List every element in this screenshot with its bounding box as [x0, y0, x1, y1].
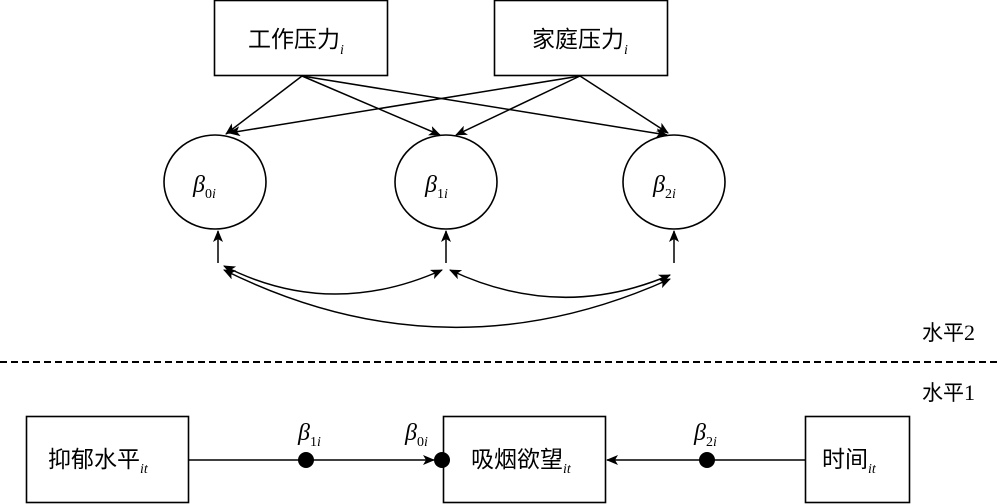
coefficient-sub-index: i: [444, 187, 448, 202]
coefficient-symbol: β: [424, 172, 437, 198]
intercept-dot: [434, 452, 450, 468]
level1-intercept: β0i: [404, 420, 450, 468]
level1-node-label: 时间: [822, 447, 868, 473]
level1-node-label: 吸烟欲望: [471, 447, 563, 473]
level1-path-time-to-craving: β2i: [606, 420, 805, 468]
coefficient-sub-index: i: [212, 187, 216, 202]
level1-node-subscript: it: [563, 462, 572, 477]
slope-moderation-dot: [298, 452, 314, 468]
predictor-box-work-stress: 工作压力i: [213, 0, 389, 77]
coefficient-sub-number: 2: [665, 187, 672, 202]
predictor-label: 工作压力: [248, 27, 340, 53]
coefficient-symbol: β: [192, 172, 205, 198]
level1-label: 水平1: [922, 380, 975, 405]
edge-family-to-b1: [455, 75, 581, 136]
coefficient-sub-number: 1: [437, 187, 444, 202]
predictor-subscript: i: [340, 43, 344, 58]
coefficient-node-b2: β2i: [622, 134, 726, 230]
edge-family-to-b2: [579, 75, 669, 134]
level1-box-smoking-craving: 吸烟欲望it: [442, 415, 607, 504]
level1-box-time: 时间it: [804, 415, 911, 504]
edge-work-to-b2: [301, 75, 668, 139]
coefficient-sub-index: i: [672, 187, 676, 202]
level2-label: 水平2: [922, 320, 975, 345]
predictor-label: 家庭压力: [532, 27, 624, 53]
edge-family-to-b0: [228, 75, 581, 137]
svg-text:β1i: β1i: [297, 420, 321, 450]
svg-text:β0i: β0i: [192, 172, 216, 202]
svg-text:β2i: β2i: [652, 172, 676, 202]
level1-node-subscript: it: [140, 462, 149, 477]
svg-text:β1i: β1i: [424, 172, 448, 202]
covariance-arcs: [223, 265, 671, 328]
svg-text:工作压力i: 工作压力i: [248, 27, 344, 58]
level2-edges: [225, 75, 669, 139]
predictor-box-family-stress: 家庭压力i: [493, 0, 669, 77]
predictor-subscript: i: [624, 43, 628, 58]
slope-moderation-dot: [699, 452, 715, 468]
residual-arrows: [213, 230, 679, 263]
level1-node-subscript: it: [868, 462, 877, 477]
level1-path-depression-to-craving: β1i: [188, 420, 435, 468]
edge-work-to-b0: [225, 75, 303, 135]
covariance-b0-b2: [223, 269, 671, 328]
svg-text:β0i: β0i: [404, 420, 428, 450]
svg-text:吸烟欲望it: 吸烟欲望it: [471, 447, 572, 477]
level1-node-label: 抑郁水平: [48, 447, 140, 473]
svg-text:β2i: β2i: [693, 420, 717, 450]
level1-box-depression: 抑郁水平it: [25, 415, 190, 504]
coefficient-sub-number: 0: [205, 187, 212, 202]
covariance-b0-b1: [223, 265, 443, 295]
coefficient-symbol: β: [652, 172, 665, 198]
coefficient-node-b0: β0i: [163, 134, 267, 230]
svg-text:家庭压力i: 家庭压力i: [532, 27, 628, 58]
edge-work-to-b1: [301, 75, 441, 136]
coefficient-node-b1: β1i: [394, 134, 498, 230]
svg-text:抑郁水平it: 抑郁水平it: [48, 447, 149, 477]
svg-text:时间it: 时间it: [822, 447, 877, 477]
